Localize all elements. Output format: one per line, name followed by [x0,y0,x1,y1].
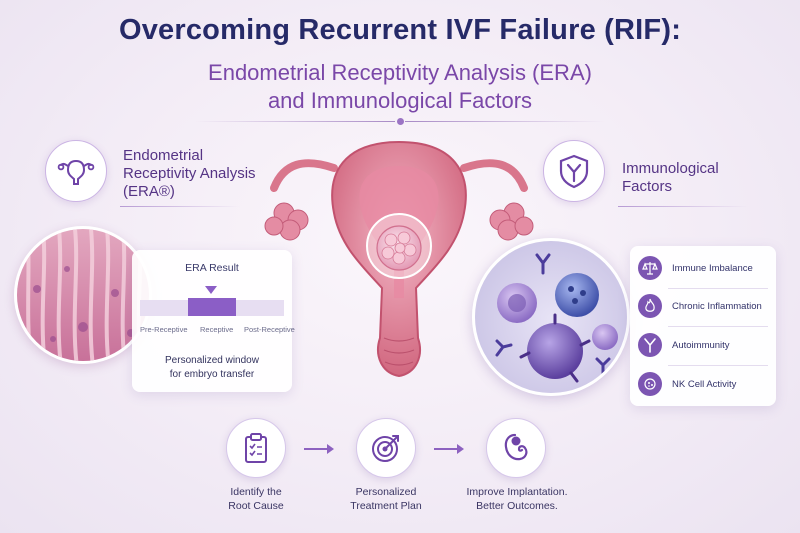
shield-antibody-icon [543,140,605,202]
era-caption-line2: for embryo transfer [169,369,255,380]
scale-icon [638,256,662,280]
page-subtitle-line1: Endometrial Receptivity Analysis (ERA) [208,60,592,85]
step-1-label: Identify the Root Cause [196,485,316,513]
step-2-line2: Treatment Plan [350,500,422,512]
era-segment-post [236,300,284,316]
step-2-label: Personalized Treatment Plan [326,485,446,513]
target-icon [356,418,416,478]
uterus-icon [45,140,107,202]
immunology-factors-card: Immune Imbalance Chronic Inflammation Au… [630,246,776,406]
factor-nk-cell-activity: NK Cell Activity [638,371,736,397]
title-divider-right [405,121,605,122]
era-receptivity-scale [18,296,284,316]
era-segment-receptive [188,298,236,316]
clipboard-icon [226,418,286,478]
step-1-line1: Identify the [230,486,282,498]
factor-label: NK Cell Activity [672,378,737,390]
antibody-icon [638,333,662,357]
factor-divider [668,365,768,366]
factor-label: Autoimmunity [672,339,730,351]
immunology-heading-underline [618,206,748,207]
factor-label: Immune Imbalance [672,262,753,274]
era-heading-line3: (ERA®) [123,183,175,200]
immunology-heading: Immunological Factors [622,160,719,196]
step-arrow-2 [434,444,464,454]
era-caption-line1: Personalized window [165,355,259,366]
era-result-card: ERA Result Personalized window for embry… [132,250,292,392]
era-heading: Endometrial Receptivity Analysis (ERA®) [123,147,256,201]
era-result-title: ERA Result [185,262,239,274]
era-heading-underline [120,206,240,207]
era-label-receptive: Receptive [200,325,234,334]
nk-cell-icon [638,372,662,396]
factor-divider [668,326,768,327]
factor-autoimmunity: Autoimmunity [638,332,730,358]
immunology-heading-line1: Immunological [622,160,719,177]
step-3-line2: Better Outcomes. [476,500,558,512]
immune-cells-image [472,238,630,396]
factor-immune-imbalance: Immune Imbalance [638,255,753,281]
era-heading-line2: Receptivity Analysis [123,165,256,182]
era-label-post: Post-Receptive [244,325,295,334]
factor-label: Chronic Inflammation [672,300,762,312]
era-pointer-icon [205,286,217,294]
step-3-line1: Improve Implantation. [466,486,568,498]
era-label-pre: Pre-Receptive [140,325,188,334]
step-1-line2: Root Cause [228,500,284,512]
step-3-label: Improve Implantation. Better Outcomes. [450,485,584,513]
embryo-icon [486,418,546,478]
step-2-line1: Personalized [355,486,417,498]
page-title: Overcoming Recurrent IVF Failure (RIF): [118,14,682,46]
page-subtitle-line2: and Immunological Factors [267,88,533,113]
immunology-heading-line2: Factors [622,178,673,195]
era-segment-pre [140,300,188,316]
flame-icon [638,294,662,318]
era-heading-line1: Endometrial [123,147,204,164]
uterus-illustration [264,140,534,378]
factor-divider [668,288,768,289]
step-arrow-1 [304,444,334,454]
era-caption: Personalized window for embryo transfer [132,354,292,382]
factor-chronic-inflammation: Chronic Inflammation [638,293,762,319]
title-divider-dot [397,118,404,125]
title-divider-left [195,121,395,122]
